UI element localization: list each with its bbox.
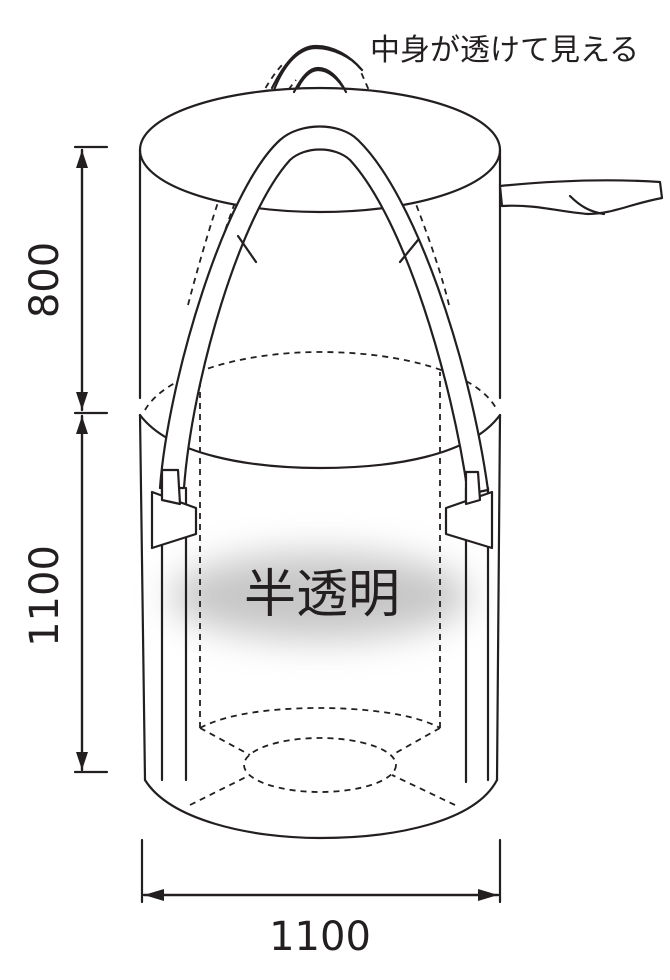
dimension-top-height (73, 145, 109, 415)
side-tabs (150, 468, 494, 550)
bag-body (138, 148, 502, 840)
center-label: 半透明 (244, 565, 400, 625)
dimension-body-height (73, 414, 109, 774)
side-tail (498, 179, 664, 216)
translucent-haze (170, 552, 470, 640)
callout-text: 中身が透けて見える (370, 33, 639, 68)
dimension-body-height-label: 1100 (22, 545, 68, 647)
dimension-width-label: 1100 (269, 914, 371, 960)
dimension-width (140, 838, 502, 904)
dimension-top-height-label: 800 (22, 242, 68, 318)
